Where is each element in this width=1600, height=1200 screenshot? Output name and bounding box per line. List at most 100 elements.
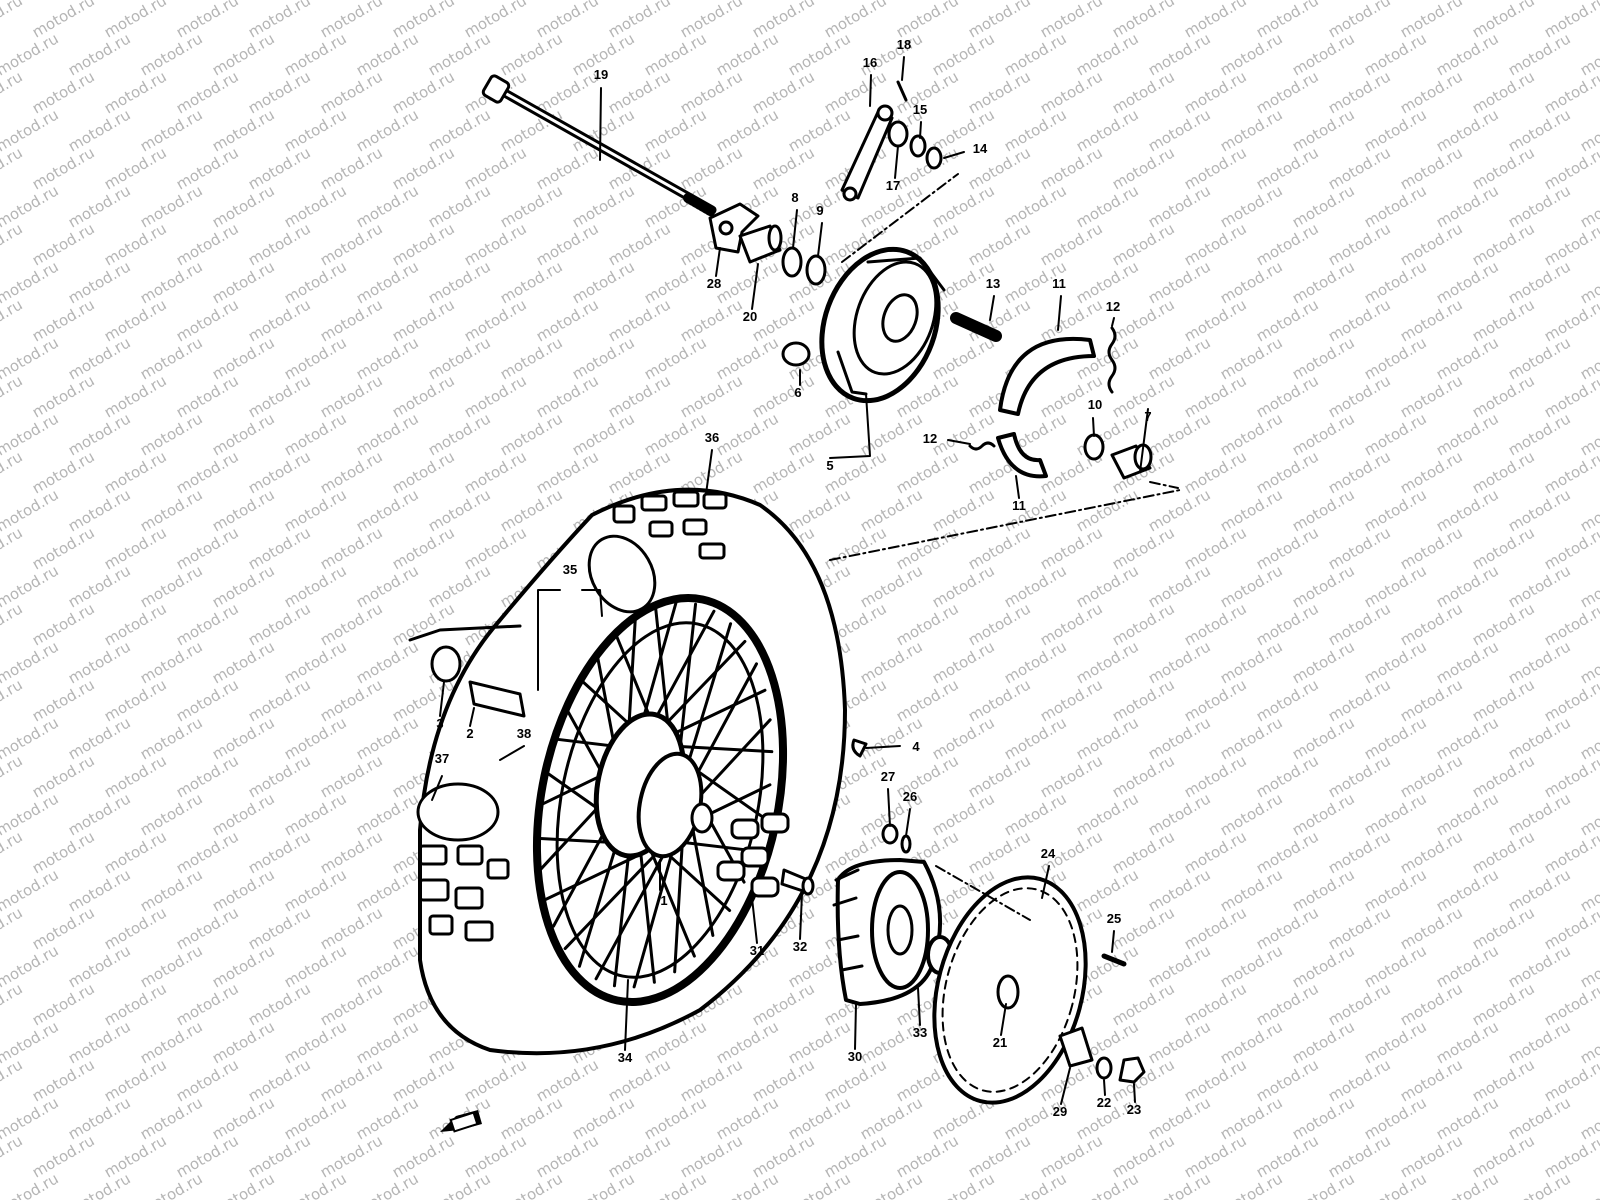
watermark-text: motod.ru	[173, 1131, 242, 1181]
watermark-text: motod.ru	[749, 0, 818, 41]
callout-leader	[869, 74, 872, 107]
callout-leader	[469, 707, 475, 727]
callout-label: 13	[986, 276, 1000, 291]
watermark-text: motod.ru	[1181, 219, 1250, 269]
watermark-text: motod.ru	[1253, 599, 1322, 649]
callout-label: 3	[436, 716, 443, 731]
watermark-text: motod.ru	[317, 67, 386, 117]
watermark-text: motod.ru	[137, 333, 206, 383]
watermark-text: motod.ru	[1181, 751, 1250, 801]
watermark-text: motod.ru	[749, 143, 818, 193]
callout-label: 18	[897, 37, 911, 52]
watermark-text: motod.ru	[1433, 29, 1502, 79]
watermark-text: motod.ru	[569, 257, 638, 307]
watermark-text: motod.ru	[1361, 257, 1430, 307]
watermark-text: motod.ru	[1361, 561, 1430, 611]
watermark-text: motod.ru	[65, 409, 134, 459]
watermark-text: motod.ru	[173, 67, 242, 117]
watermark-text: motod.ru	[1109, 523, 1178, 573]
watermark-text: motod.ru	[1109, 827, 1178, 877]
spacer-drawing	[805, 254, 827, 286]
watermark-text: motod.ru	[785, 409, 854, 459]
watermark-text: motod.ru	[353, 485, 422, 535]
watermark-text: motod.ru	[1145, 1169, 1214, 1200]
watermark-text: motod.ru	[29, 1131, 98, 1181]
callout-label: 4	[912, 739, 920, 754]
watermark-text: motod.ru	[137, 181, 206, 231]
watermark-text: motod.ru	[677, 295, 746, 345]
watermark-text: motod.ru	[1145, 29, 1214, 79]
watermark-text: motod.ru	[1325, 295, 1394, 345]
watermark-text: motod.ru	[137, 789, 206, 839]
watermark-text: motod.ru	[29, 903, 98, 953]
watermark-text: motod.ru	[1505, 1169, 1574, 1200]
watermark-text: motod.ru	[533, 0, 602, 41]
watermark-text: motod.ru	[1325, 371, 1394, 421]
watermark-text: motod.ru	[1001, 29, 1070, 79]
watermark-text: motod.ru	[1469, 599, 1538, 649]
watermark-text: motod.ru	[1361, 1017, 1430, 1067]
watermark-text: motod.ru	[1397, 903, 1466, 953]
watermark-text: motod.ru	[605, 219, 674, 269]
callout-leader	[1057, 295, 1062, 331]
watermark-text: motod.ru	[1253, 979, 1322, 1029]
watermark-text: motod.ru	[0, 523, 26, 573]
watermark-text: motod.ru	[1361, 713, 1430, 763]
nut-drawing	[1118, 1056, 1146, 1084]
watermark-text: motod.ru	[0, 1055, 26, 1105]
watermark-text: motod.ru	[173, 827, 242, 877]
watermark-text: motod.ru	[65, 865, 134, 915]
callout-leader	[751, 897, 758, 944]
watermark-text: motod.ru	[281, 637, 350, 687]
watermark-text: motod.ru	[29, 599, 98, 649]
watermark-text: motod.ru	[1397, 599, 1466, 649]
watermark-text: motod.ru	[1217, 181, 1286, 231]
watermark-text: motod.ru	[641, 105, 710, 155]
watermark-text: motod.ru	[1469, 827, 1538, 877]
watermark-text: motod.ru	[533, 1131, 602, 1181]
watermark-text: motod.ru	[317, 1131, 386, 1181]
watermark-text: motod.ru	[281, 713, 350, 763]
watermark-text: motod.ru	[1109, 751, 1178, 801]
watermark-text: motod.ru	[1181, 371, 1250, 421]
watermark-text: motod.ru	[101, 903, 170, 953]
watermark-text: motod.ru	[1037, 675, 1106, 725]
callout-leader	[431, 775, 443, 801]
callout-label: 6	[794, 385, 801, 400]
watermark-text: motod.ru	[1145, 257, 1214, 307]
watermark-text: motod.ru	[1541, 67, 1600, 117]
watermark-text: motod.ru	[0, 295, 26, 345]
watermark-text: motod.ru	[29, 295, 98, 345]
watermark-text: motod.ru	[29, 0, 98, 41]
watermark-text: motod.ru	[1145, 1093, 1214, 1143]
watermark-text: motod.ru	[101, 0, 170, 41]
watermark-text: motod.ru	[281, 181, 350, 231]
lock-plate-drawing	[1058, 1026, 1094, 1068]
watermark-text: motod.ru	[1181, 67, 1250, 117]
callout-label: 33	[913, 1025, 927, 1040]
watermark-text: motod.ru	[1541, 903, 1600, 953]
watermark-text: motod.ru	[1253, 1131, 1322, 1181]
watermark-text: motod.ru	[533, 1055, 602, 1105]
watermark-text: motod.ru	[137, 1017, 206, 1067]
watermark-text: motod.ru	[173, 447, 242, 497]
watermark-text: motod.ru	[1217, 485, 1286, 535]
callout-label: 21	[993, 1035, 1007, 1050]
watermark-text: motod.ru	[1361, 865, 1430, 915]
watermark-text: motod.ru	[245, 447, 314, 497]
watermark-text: motod.ru	[1289, 409, 1358, 459]
watermark-text: motod.ru	[1181, 1055, 1250, 1105]
callout-leader	[905, 808, 911, 837]
watermark-text: motod.ru	[497, 29, 566, 79]
callout-leader	[715, 247, 721, 277]
watermark-text: motod.ru	[785, 105, 854, 155]
watermark-text: motod.ru	[1289, 561, 1358, 611]
watermark-text: motod.ru	[749, 447, 818, 497]
watermark-text: motod.ru	[1433, 1093, 1502, 1143]
watermark-text: motod.ru	[1361, 105, 1430, 155]
drawing-layer	[408, 74, 1181, 1105]
watermark-text: motod.ru	[1145, 941, 1214, 991]
watermark-text: motod.ru	[497, 1093, 566, 1143]
callout-leader	[854, 1003, 857, 1050]
